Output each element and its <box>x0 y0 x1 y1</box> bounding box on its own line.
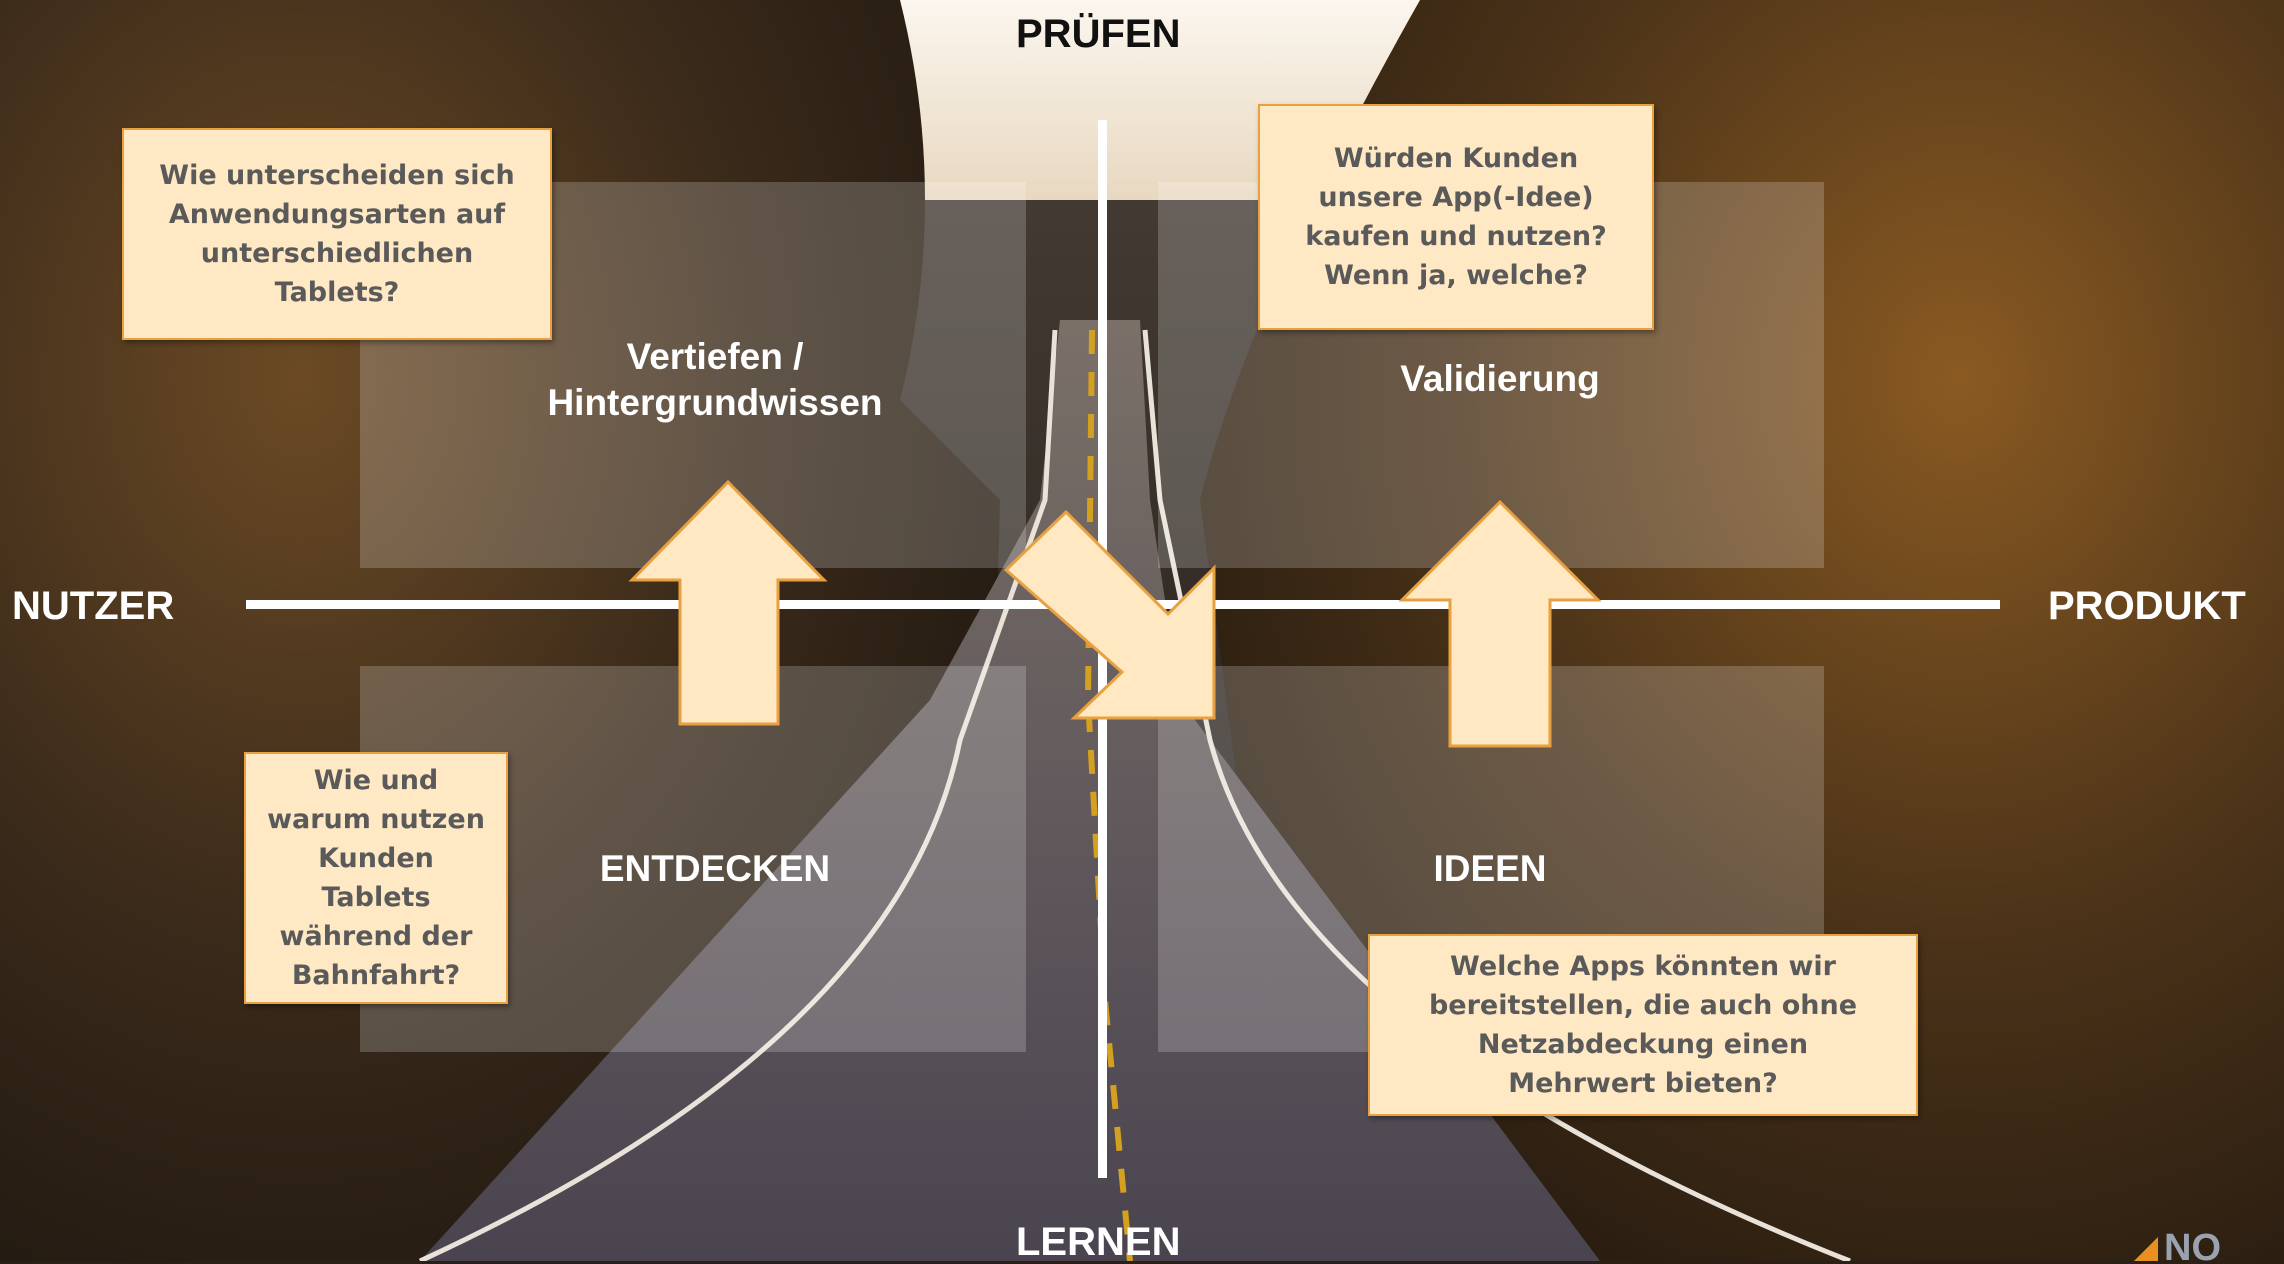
quadrant-label-top-right: Validierung <box>1400 358 1600 399</box>
brand-logo: NO <box>2134 1229 2284 1261</box>
axis-label-bottom: LERNEN <box>1016 1220 1181 1264</box>
note-bottom-right: Welche Apps könnten wir bereitstellen, d… <box>1368 934 1918 1116</box>
brand-logo-text: NO <box>2164 1229 2221 1261</box>
note-top-left: Wie unterscheiden sich Anwendungsarten a… <box>122 128 552 340</box>
quadrant-label-bottom-right: IDEEN <box>1433 848 1547 889</box>
axis-label-top: PRÜFEN <box>1016 12 1181 56</box>
quadrant-label-top-left: Vertiefen / Hintergrundwissen <box>547 336 883 424</box>
axis-label-left: NUTZER <box>12 584 175 628</box>
note-bottom-left: Wie und warum nutzen Kunden Tablets währ… <box>244 752 508 1004</box>
note-top-right: Würden Kunden unsere App(-Idee) kaufen u… <box>1258 104 1654 330</box>
arrow-diagonal-down-right-icon <box>1003 509 1216 720</box>
arrow-up-left-icon <box>628 479 828 726</box>
quadrant-label-bottom-left: ENTDECKEN <box>599 848 831 889</box>
arrow-up-right-icon <box>1398 499 1602 748</box>
axis-label-right: PRODUKT <box>2048 584 2246 628</box>
